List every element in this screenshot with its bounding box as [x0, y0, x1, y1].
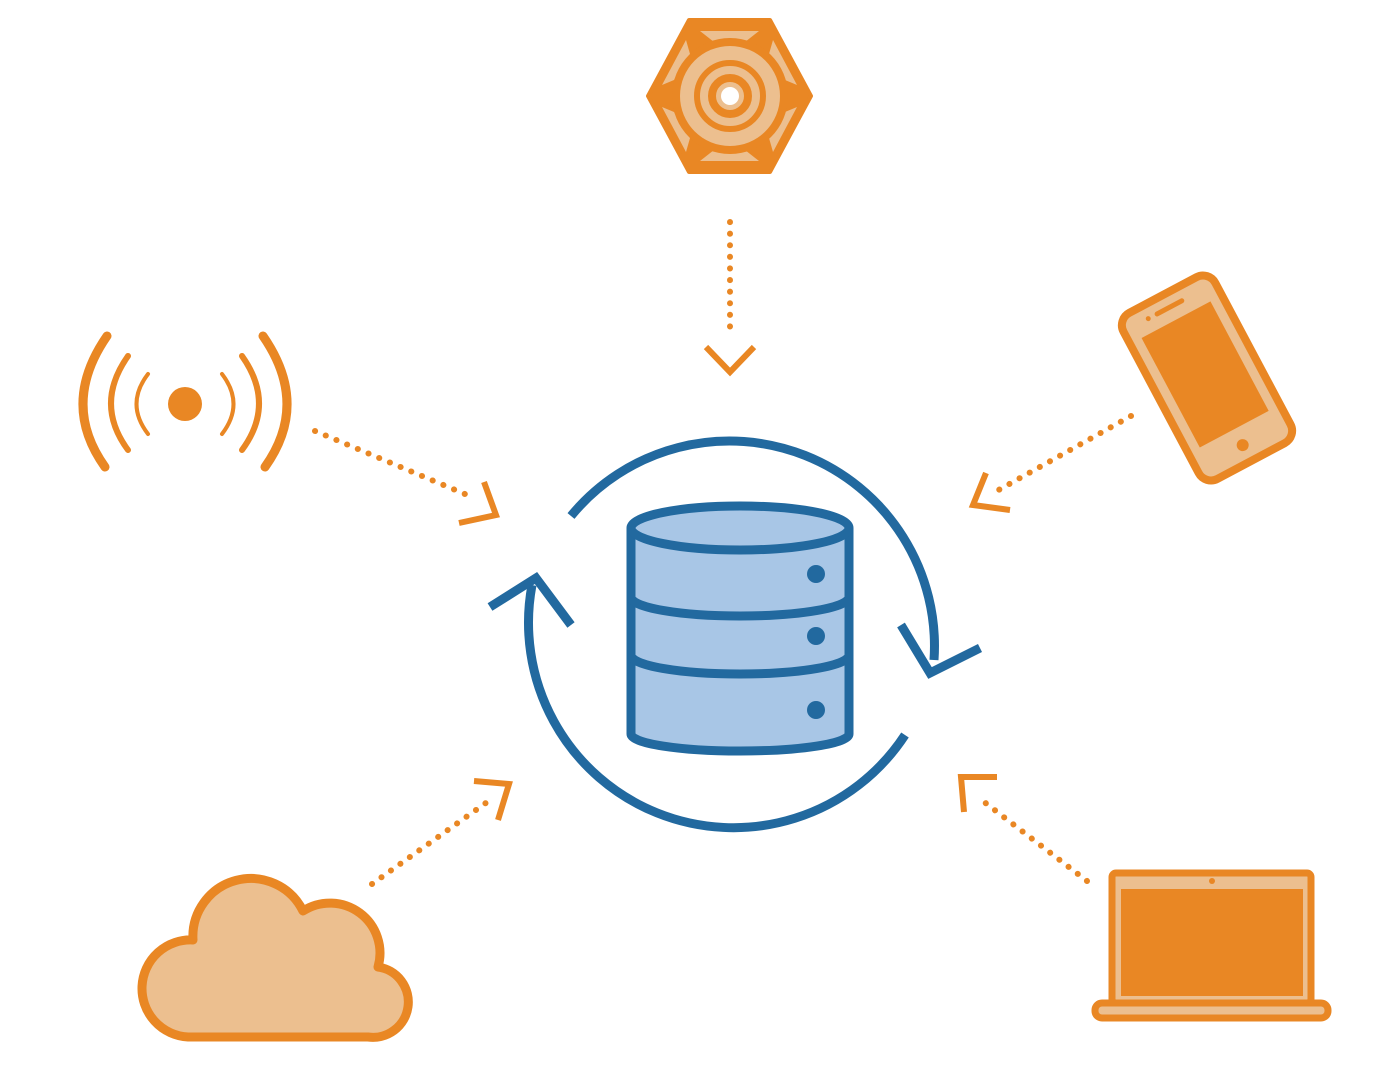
sensor-facet-top: [700, 31, 759, 42]
sync-arrowhead-right: [897, 622, 983, 679]
connector-broadcast: [312, 428, 500, 526]
laptop-icon: [1091, 869, 1332, 1022]
connector-laptop: [957, 774, 1090, 884]
connector-laptop-line: [976, 795, 1090, 884]
phone-camera: [1145, 316, 1151, 322]
sync-arrowhead-left: [487, 571, 575, 628]
connector-mobile-line: [992, 413, 1134, 495]
sensor-ring-mid: [694, 60, 766, 132]
wireless-signal-icon: [78, 331, 292, 472]
connector-mobile-arrowhead: [968, 471, 1011, 513]
sensor-facet-lower-left: [662, 107, 690, 152]
cloud-icon: [137, 874, 413, 1042]
cloud-shape: [137, 874, 413, 1042]
sensor-center: [721, 87, 739, 105]
sync-arrows-icon: [487, 436, 983, 833]
sync-arc-right: [567, 436, 939, 661]
smartphone-icon: [1117, 271, 1297, 485]
signal-wave-right-3: [258, 331, 292, 472]
connector-sensor: [703, 219, 757, 377]
phone-home-button: [1236, 439, 1249, 452]
connector-laptop-arrowhead: [957, 774, 997, 813]
connector-broadcast-arrowhead: [458, 480, 500, 526]
database-indicator-2: [807, 627, 825, 645]
signal-wave-left-1: [134, 372, 150, 436]
sensor-facet-upper-right: [769, 40, 797, 85]
sensor-facet-upper-left: [662, 40, 690, 85]
database-indicator-1: [807, 565, 825, 583]
connector-mobile: [968, 413, 1134, 513]
database-body: [626, 528, 854, 756]
signal-wave-right-2: [239, 353, 262, 453]
laptop-display: [1121, 889, 1303, 996]
database-indicator-3: [807, 701, 825, 719]
laptop-webcam: [1209, 878, 1215, 884]
connector-cloud: [369, 778, 513, 887]
connector-broadcast-line: [312, 428, 475, 500]
hub: [487, 436, 983, 833]
sync-arc-left: [524, 584, 909, 833]
connector-cloud-line: [369, 797, 493, 887]
sensor-facet-bottom: [700, 150, 759, 161]
connector-sensor-arrowhead: [703, 344, 757, 377]
signal-wave-right-1: [220, 372, 236, 436]
laptop-base: [1091, 999, 1332, 1022]
phone-speaker: [1154, 298, 1185, 317]
signal-wave-left-2: [108, 353, 131, 453]
database-divider-1: [626, 595, 854, 621]
sensor-facet-lower-right: [769, 107, 797, 152]
sensor-ring-inner: [708, 74, 752, 118]
database-top: [626, 501, 854, 555]
sensor-facets: [662, 31, 797, 161]
signal-source-dot: [168, 387, 202, 421]
connectors: [312, 219, 1134, 887]
database-divider-2: [626, 653, 854, 679]
hexagon-sensor-icon: [646, 18, 813, 174]
connector-cloud-arrowhead: [473, 778, 513, 821]
signal-wave-left-3: [78, 331, 112, 472]
phone-screen: [1141, 301, 1269, 448]
database-icon: [626, 501, 854, 756]
